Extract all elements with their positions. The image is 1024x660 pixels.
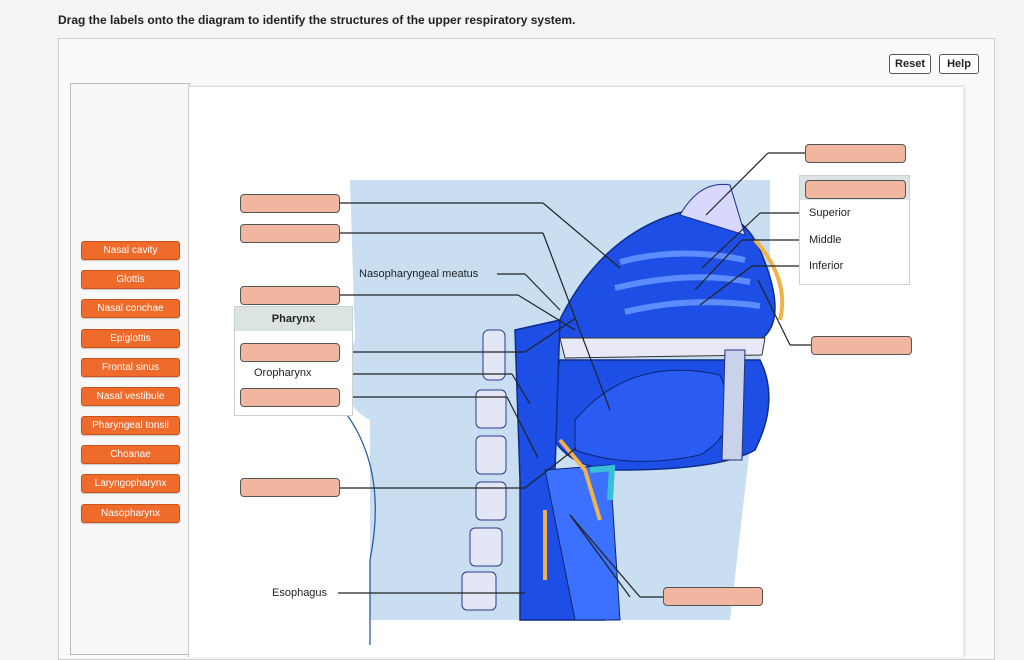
drop-target-5[interactable] [805, 144, 906, 163]
help-button[interactable]: Help [939, 54, 979, 74]
label-choanae[interactable]: Choanae [81, 445, 180, 464]
label-laryngopharynx[interactable]: Laryngopharynx [81, 474, 180, 493]
drop-target-conchae-slot[interactable] [805, 180, 906, 199]
label-epiglottis[interactable]: Epiglottis [81, 329, 180, 348]
instruction-text: Drag the labels onto the diagram to iden… [58, 13, 576, 27]
label-nasopharynx[interactable]: Nasopharynx [81, 504, 180, 523]
label-glottis[interactable]: Glottis [81, 270, 180, 289]
label-nasal-vestibule[interactable]: Nasal vestibule [81, 387, 180, 406]
drop-target-6[interactable] [811, 336, 912, 355]
anatomy-illustration [240, 152, 811, 645]
drop-target-1[interactable] [240, 194, 340, 213]
pharynx-header: Pharynx [234, 306, 353, 333]
drop-target-nasopharynx-slot[interactable] [240, 343, 340, 362]
superior-label: Superior [809, 207, 851, 219]
label-nasal-conchae[interactable]: Nasal conchae [81, 299, 180, 318]
drop-target-4[interactable] [240, 478, 340, 497]
drop-target-3[interactable] [240, 286, 340, 305]
drop-target-2[interactable] [240, 224, 340, 243]
drop-target-7[interactable] [663, 587, 763, 606]
inferior-label: Inferior [809, 260, 844, 272]
conchae-box [799, 200, 910, 285]
drop-target-laryngopharynx-slot[interactable] [240, 388, 340, 407]
oropharynx-label: Oropharynx [254, 367, 312, 379]
reset-button[interactable]: Reset [889, 54, 931, 74]
label-frontal-sinus[interactable]: Frontal sinus [81, 358, 180, 377]
esophagus-label: Esophagus [272, 587, 328, 599]
label-nasal-cavity[interactable]: Nasal cavity [81, 241, 180, 260]
nasopharyngeal-meatus-label: Nasopharyngeal meatus [359, 268, 479, 280]
middle-label: Middle [809, 234, 842, 246]
label-pharyngeal-tonsil[interactable]: Pharyngeal tonsil [81, 416, 180, 435]
